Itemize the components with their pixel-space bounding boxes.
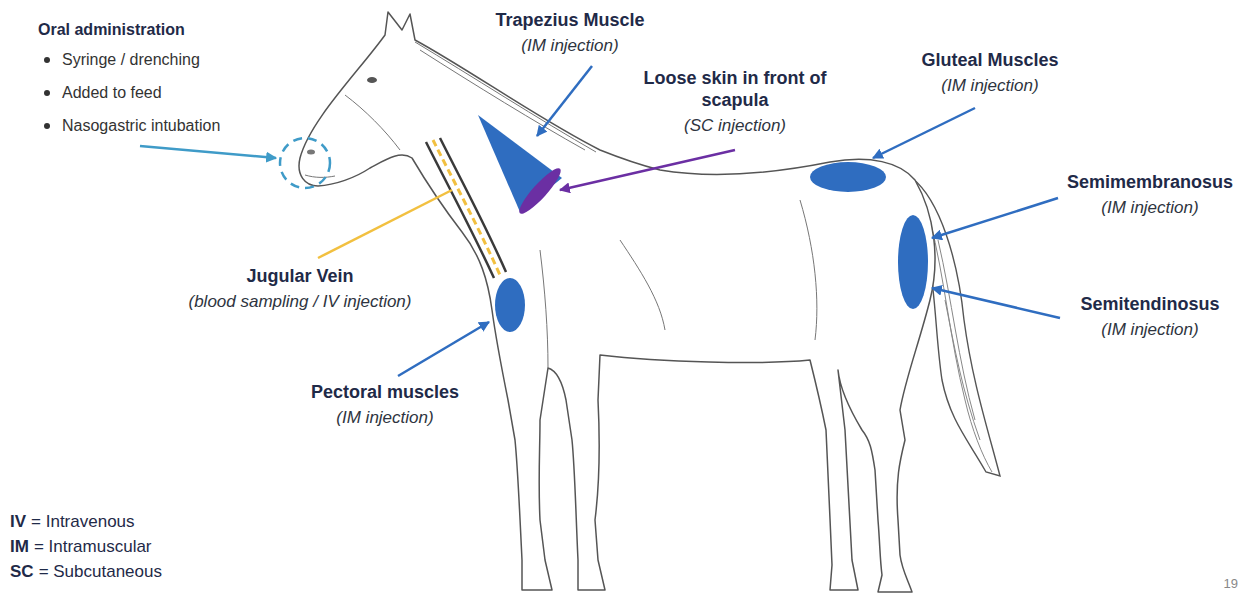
site-name: Semitendinosus <box>1080 294 1219 316</box>
site-name: Gluteal Muscles <box>921 50 1058 72</box>
abbreviation: SC <box>10 562 34 582</box>
route-note: (IM injection) <box>336 408 433 428</box>
site-name: Jugular Vein <box>246 266 353 288</box>
shoulder-line <box>540 250 548 368</box>
abbreviation-meaning: = Intravenous <box>31 512 135 532</box>
pectoral-site <box>495 278 525 332</box>
bullet <box>44 90 50 96</box>
leader-line <box>560 150 735 190</box>
abbreviation: IV <box>10 512 26 532</box>
trapezius-site <box>478 115 562 212</box>
mane-line <box>415 42 596 152</box>
tail-hair-line <box>938 240 975 420</box>
abbreviation-meaning: = Intramuscular <box>34 537 152 557</box>
list-item: Nasogastric intubation <box>62 116 220 135</box>
tail-hair-line <box>945 300 980 440</box>
body-line <box>800 200 817 340</box>
jugular-groove <box>440 138 506 272</box>
mouth-line <box>305 175 335 177</box>
face-line <box>345 95 400 150</box>
abbreviation: IM <box>10 537 29 557</box>
bullet <box>44 123 50 129</box>
body-line <box>620 240 665 330</box>
tail-hair <box>930 220 992 472</box>
tail-hair-line <box>930 220 992 472</box>
list-item: Added to feed <box>62 83 162 102</box>
route-note: (IM injection) <box>521 36 618 56</box>
site-name: Semimembranosus <box>1067 172 1233 194</box>
list-item: Syringe / drenching <box>62 50 200 69</box>
route-note: (IM injection) <box>1101 320 1198 340</box>
gluteal-site <box>810 162 886 192</box>
route-note: (SC injection) <box>684 116 786 136</box>
section-heading: Oral administration <box>38 20 185 39</box>
leader-line <box>932 288 1060 318</box>
page-number: 19 <box>1224 576 1238 592</box>
leader-line <box>932 198 1058 238</box>
leader-line <box>140 146 276 158</box>
bullet <box>44 57 50 63</box>
leader-line <box>398 322 489 376</box>
leader-line <box>318 190 452 258</box>
jugular-vein <box>433 140 500 275</box>
leader-line <box>537 66 592 136</box>
route-note: (IM injection) <box>1101 198 1198 218</box>
abbreviation-meaning: = Subcutaneous <box>39 562 162 582</box>
hamstring-site <box>898 215 928 309</box>
route-note: (blood sampling / IV injection) <box>188 292 411 312</box>
site-name: Loose skin in front of scapula <box>643 68 828 111</box>
oral-site <box>280 138 330 188</box>
leader-lines <box>140 66 1060 376</box>
jugular-groove <box>426 142 494 278</box>
site-name: Pectoral muscles <box>311 382 459 404</box>
subcutaneous-site <box>515 164 566 218</box>
horse-eye <box>367 77 377 83</box>
site-name: Trapezius Muscle <box>495 10 644 32</box>
horse-nostril <box>307 150 315 155</box>
leader-line <box>873 108 975 158</box>
route-note: (IM injection) <box>941 76 1038 96</box>
